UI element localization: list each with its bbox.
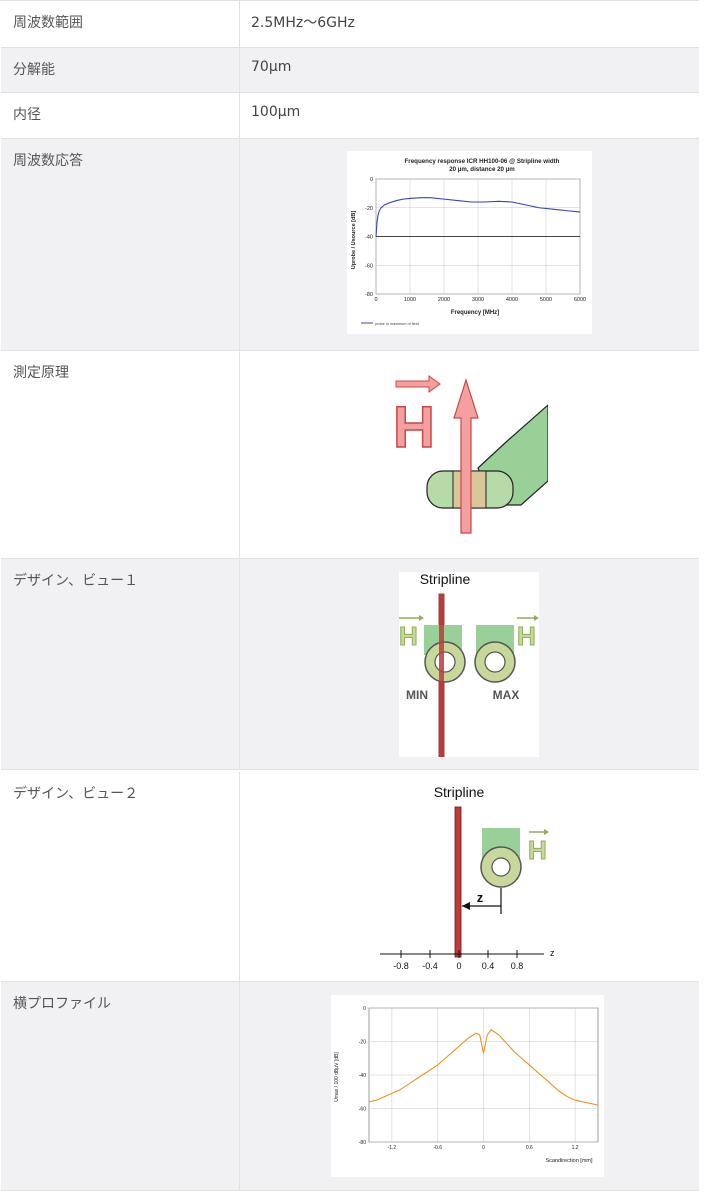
row-label: 分解能	[1, 48, 240, 92]
y-tick-label: -20	[365, 206, 373, 212]
z-tick-label: 0	[456, 961, 461, 971]
design2-svg: Stripline H z -0.8 -0.4 0 0.4 0.8 z	[380, 784, 555, 971]
y-tick-label: -40	[365, 235, 373, 241]
x-tick-label: -1.2	[388, 1145, 397, 1151]
principle-svg: H	[392, 375, 549, 534]
right-field-letter: H	[517, 621, 536, 651]
row-label: 測定原理	[1, 351, 240, 558]
distance-arrowhead	[462, 902, 470, 910]
z-tick-label: -0.8	[393, 961, 409, 971]
row-value: 70μm	[240, 48, 699, 92]
row-inner-diameter: 内径 100μm	[1, 93, 699, 139]
lateral-profile-chart: -1.2 -0.6 0 0.6 1.2 0 -20 -40 -60 -80 Scandirecti…	[331, 995, 604, 1177]
right-loop-hole	[484, 651, 506, 673]
row-label: 周波数応答	[1, 139, 240, 350]
chart-title-line2: 20 µm, distance 20 µm	[449, 166, 515, 173]
field-arrow-vertical	[453, 378, 479, 534]
y-tick-label: -80	[359, 1140, 366, 1146]
x-tick-label: 1.2	[572, 1145, 579, 1151]
y-tick-label: -20	[359, 1040, 366, 1046]
row-resolution: 分解能 70μm	[1, 48, 699, 93]
z-axis-letter: z	[550, 948, 555, 958]
left-loop-hole	[434, 651, 456, 673]
x-tick-label: 0.6	[526, 1145, 533, 1151]
row-design-view-1: デザイン、ビュー１	[1, 559, 699, 770]
x-tick-label: 1000	[404, 297, 416, 303]
x-tick-label: -0.6	[433, 1145, 442, 1151]
left-vector-head	[419, 615, 424, 621]
min-label: MIN	[406, 688, 428, 702]
row-design-view-2: デザイン、ビュー２	[1, 772, 699, 982]
row-label: デザイン、ビュー１	[1, 559, 240, 769]
stripline-title: Stripline	[420, 572, 471, 587]
x-tick-label: 5000	[540, 297, 552, 303]
row-measurement-principle: 測定原理	[1, 351, 699, 559]
vector-head	[544, 829, 549, 835]
row-value: 2.5MHz～6GHz	[251, 15, 355, 31]
y-axis-label: Uprobe / Usource [dB]	[351, 211, 357, 270]
chart-title-line1: Frequency response ICR HH100-06 @ Stripl…	[405, 158, 560, 165]
x-axis-label: Scandirection [mm]	[545, 1158, 593, 1164]
y-tick-label: -40	[359, 1073, 366, 1079]
table-top-border	[0, 0, 699, 1]
legend-entry: probe to maximum of field	[375, 322, 419, 326]
field-letter: H	[528, 835, 547, 865]
z-tick-label: 0.8	[511, 961, 524, 971]
y-tick-label: -60	[359, 1107, 366, 1113]
x-tick-label: 3000	[472, 297, 484, 303]
x-tick-label: 0	[482, 1145, 485, 1151]
y-axis-label: Umax / 100 dBµV [dB]	[334, 1052, 340, 1102]
row-label: デザイン、ビュー２	[1, 772, 240, 981]
stripline-conductor	[454, 806, 462, 958]
frequency-response-chart: Frequency response ICR HH100-06 @ Stripl…	[347, 151, 592, 334]
x-tick-label: 2000	[438, 297, 450, 303]
row-label: 横プロファイル	[1, 982, 240, 1190]
y-tick-label: -80	[365, 292, 373, 298]
y-tick-label: 0	[363, 1006, 366, 1012]
y-tick-label: 0	[370, 177, 373, 183]
z-tick-label: 0.4	[482, 961, 495, 971]
field-letter-h: H	[393, 395, 435, 460]
row-label: 周波数範囲	[1, 1, 240, 47]
distance-label: z	[477, 890, 484, 905]
x-tick-label: 0	[374, 297, 377, 303]
z-axis-ticks: -0.8 -0.4 0 0.4 0.8	[393, 950, 523, 971]
z-tick-label: -0.4	[422, 961, 438, 971]
y-tick-label: -60	[365, 263, 373, 269]
field-vector-arrow	[395, 375, 441, 393]
right-vector-head	[534, 615, 539, 621]
series-line	[368, 1029, 599, 1106]
frequency-response-svg: Frequency response ICR HH100-06 @ Stripl…	[351, 158, 586, 326]
stripline-overlay	[439, 594, 444, 757]
x-axis-label: Frequency [MHz]	[451, 310, 499, 316]
design-view-2-drawing: Stripline H z -0.8 -0.4 0 0.4 0.8 z	[378, 780, 568, 972]
x-tick-label: 4000	[506, 297, 518, 303]
design1-svg: Stripline H H MIN MAX	[399, 571, 539, 758]
series-line	[375, 197, 581, 237]
row-label: 内径	[1, 93, 240, 138]
measurement-principle-drawing: H	[392, 373, 549, 541]
left-field-letter: H	[399, 621, 418, 651]
lateral-profile-svg: -1.2 -0.6 0 0.6 1.2 0 -20 -40 -60 -80 Scandirecti…	[334, 1006, 599, 1164]
row-frequency-range: 周波数範囲 2.5MHz～6GHz	[1, 1, 699, 48]
design-view-1-drawing: Stripline H H MIN MAX	[399, 571, 539, 758]
row-value: 100μm	[251, 104, 301, 120]
stripline-title: Stripline	[434, 784, 485, 800]
x-tick-label: 6000	[574, 297, 586, 303]
loop-hole	[491, 857, 511, 877]
max-label: MAX	[493, 688, 520, 702]
